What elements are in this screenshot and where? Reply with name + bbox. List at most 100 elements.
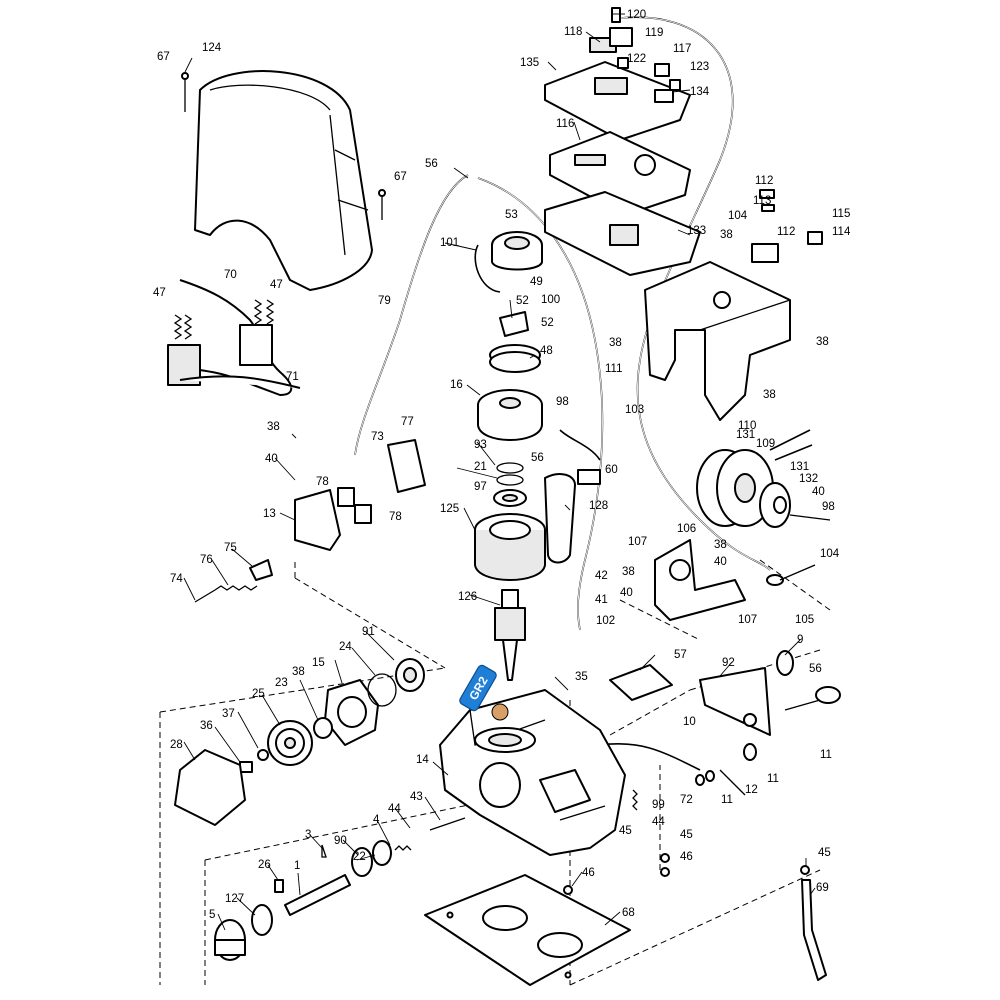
control-board-134: [544, 61, 691, 141]
callout-38-g: 38: [622, 566, 635, 578]
pinion-5: [214, 919, 246, 961]
callout-115: 115: [832, 208, 850, 220]
callout-11-a: 11: [820, 749, 832, 761]
switch-78: [337, 487, 372, 524]
bearing-97: [493, 489, 527, 507]
callout-120: 120: [627, 9, 646, 21]
callout-93: 93: [474, 439, 487, 451]
callout-110: 110: [738, 420, 756, 432]
gear-127: [251, 904, 273, 936]
callout-99: 99: [652, 799, 665, 811]
callout-79: 79: [378, 295, 391, 307]
callout-28: 28: [170, 739, 183, 751]
washer-37-36: [239, 749, 269, 773]
callout-23: 23: [275, 677, 288, 689]
callout-119: 119: [645, 27, 663, 39]
callout-49: 49: [530, 276, 543, 288]
board-plate-133: [544, 191, 701, 276]
callout-45-a: 45: [619, 825, 632, 837]
callout-106: 106: [677, 523, 696, 535]
anchor-rod-69: [801, 879, 827, 981]
release-handle-92: [699, 667, 771, 736]
callout-126: 126: [458, 591, 477, 603]
callout-48: 48: [540, 345, 553, 357]
callout-71: 71: [286, 371, 299, 383]
callout-75: 75: [224, 542, 237, 554]
callout-45-b: 45: [680, 829, 693, 841]
callout-102: 102: [596, 615, 615, 627]
callout-73: 73: [371, 431, 384, 443]
callout-36: 36: [200, 720, 213, 732]
callout-12: 12: [745, 784, 758, 796]
callout-38-d: 38: [763, 389, 776, 401]
callout-41: 41: [595, 594, 608, 606]
callout-37: 37: [222, 708, 235, 720]
callout-47-b: 47: [270, 279, 283, 291]
switch-housing-13: [294, 489, 341, 551]
capacitor-128: [544, 473, 576, 564]
connector-60: [577, 469, 601, 485]
sensor-100: [499, 311, 529, 337]
callout-78-a: 78: [316, 476, 329, 488]
callout-38-a: 38: [720, 229, 733, 241]
callout-104-b: 104: [820, 548, 840, 560]
cam-11-12: [695, 743, 757, 796]
pinion-cover-28: [174, 749, 246, 826]
callout-13: 13: [263, 508, 276, 520]
callout-132: 132: [799, 473, 818, 485]
callout-112-a: 112: [755, 175, 773, 187]
bearing-91: [395, 658, 425, 692]
gasket-57: [609, 664, 673, 701]
callout-38-b: 38: [609, 337, 622, 349]
callout-9: 9: [797, 634, 803, 646]
callout-26: 26: [258, 859, 271, 871]
callout-109: 109: [756, 438, 775, 450]
pulley-132: [759, 482, 791, 528]
callout-105: 105: [795, 614, 814, 626]
callout-labels: 120 119 118 135 122 117 123 134 116 133 …: [153, 9, 851, 921]
callout-40-b: 40: [812, 486, 825, 498]
callout-78-b: 78: [389, 511, 402, 523]
callout-53: 53: [505, 209, 518, 221]
callout-104-a: 104: [728, 210, 748, 222]
callout-11-c: 11: [721, 794, 733, 806]
stator-125: [474, 513, 546, 581]
callout-107-b: 107: [738, 614, 757, 626]
callout-70: 70: [224, 269, 237, 281]
callout-47-a: 47: [153, 287, 166, 299]
callout-100: 100: [541, 294, 560, 306]
callout-38-e: 38: [267, 421, 280, 433]
bolt-98: [789, 514, 831, 521]
callout-67-a: 67: [157, 51, 170, 63]
callout-16: 16: [450, 379, 463, 391]
release-bracket-70-71: [167, 279, 301, 396]
screw-67a: [181, 72, 189, 112]
callout-40-a: 40: [265, 453, 278, 465]
callout-5: 5: [209, 909, 215, 921]
callout-77: 77: [401, 416, 414, 428]
callout-124: 124: [202, 42, 222, 54]
callout-42: 42: [595, 570, 608, 582]
callout-4: 4: [373, 814, 380, 826]
callout-46-b: 46: [582, 867, 595, 879]
callout-56-a: 56: [425, 158, 438, 170]
rotor-126: [494, 589, 526, 681]
callout-52-b: 52: [541, 317, 554, 329]
callout-57: 57: [674, 649, 687, 661]
flywheel-131: [696, 449, 774, 527]
release-lever-75-76-74: [194, 559, 273, 603]
callout-24: 24: [339, 641, 352, 653]
callout-43: 43: [410, 791, 423, 803]
callout-leaders: [183, 13, 816, 931]
callout-68: 68: [622, 907, 635, 919]
callout-122: 122: [627, 53, 646, 65]
callout-14: 14: [416, 754, 429, 766]
callout-101: 101: [440, 237, 459, 249]
callout-131-b: 131: [790, 461, 809, 473]
callout-45-c: 45: [818, 847, 831, 859]
bracket-106: [654, 539, 746, 621]
callout-1: 1: [294, 860, 300, 872]
callout-135: 135: [520, 57, 539, 69]
callout-56-b: 56: [531, 452, 544, 464]
connectors-118-119-120: [589, 7, 681, 91]
